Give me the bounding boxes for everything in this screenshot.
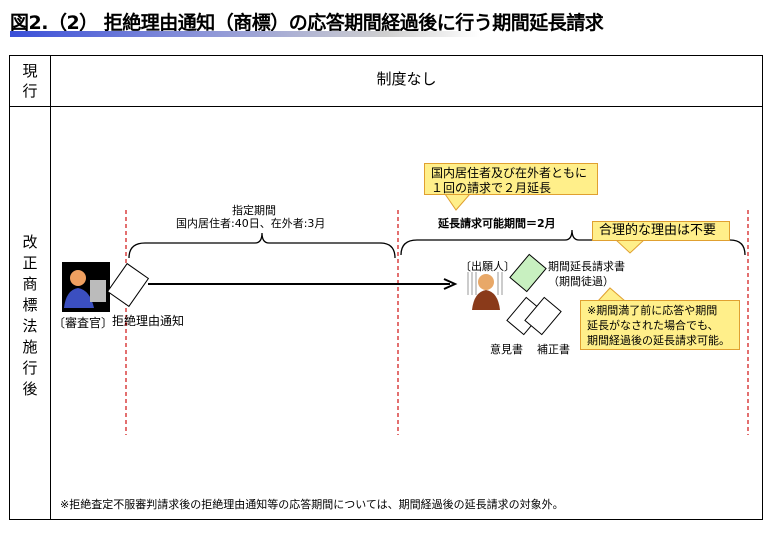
callout-note: ※期間満了前に応答や期間延長がなされた場合でも、期間経過後の延長請求可能。 — [580, 300, 740, 350]
designated-period-brace — [128, 232, 396, 259]
examiner-label: 〔審査官〕 — [53, 316, 114, 330]
extension-request-document-icon — [509, 253, 547, 293]
comparison-table: 現行 制度なし 改正商標法施行後 — [9, 55, 763, 520]
amendment-doc-label: 補正書 — [537, 343, 570, 356]
designated-period-detail: 国内居住者:40日、在外者:3月 — [176, 217, 326, 230]
arrow-head-icon — [443, 278, 458, 290]
extension-period-brace — [400, 229, 746, 256]
row-divider — [10, 106, 762, 107]
notice-label: 拒絶理由通知 — [112, 314, 185, 328]
amendment-document-icon — [524, 296, 562, 336]
opinion-doc-label: 意見書 — [490, 343, 523, 356]
applicant-icon — [467, 272, 503, 310]
footnote: ※拒絶査定不服審判請求後の拒絶理由通知等の応答期間については、期間経過後の延長請… — [60, 498, 564, 511]
request-doc-label: 期間延長請求書 — [548, 260, 625, 273]
callout-reason: 合理的な理由は不要 — [592, 221, 730, 241]
page-title: 図2.（2） 拒絶理由通知（商標）の応答期間経過後に行う期間延長請求 — [10, 12, 604, 34]
request-doc-sublabel: （期間徒過） — [548, 275, 614, 288]
title-underline — [10, 31, 480, 37]
callout-pointer — [444, 193, 472, 211]
applicant-label: 〔出願人〕 — [460, 260, 515, 273]
extension-period-label: 延長請求可能期間＝2月 — [438, 217, 556, 230]
examiner-icon — [62, 262, 110, 312]
callout-pointer — [613, 238, 647, 254]
notice-document-icon — [106, 262, 150, 308]
column-divider — [50, 56, 51, 519]
designated-period-title: 指定期間 — [232, 204, 276, 217]
current-content: 制度なし — [376, 70, 437, 88]
row-header-revised: 改正商標法施行後 — [22, 233, 38, 398]
row-header-current: 現行 — [22, 62, 38, 100]
